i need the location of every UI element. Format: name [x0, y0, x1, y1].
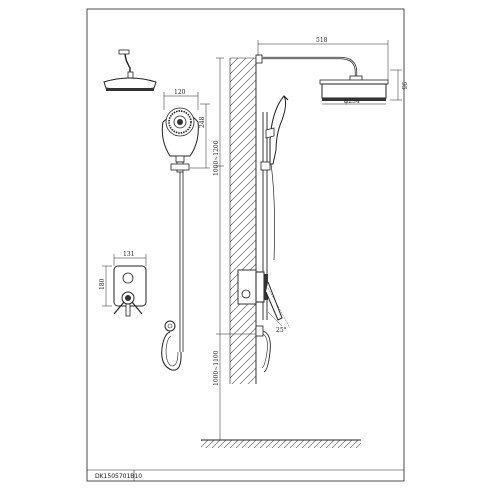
dim-handshower-length: 248	[199, 116, 206, 128]
wall-section	[230, 58, 256, 384]
dim-rail-height: 1000~1200	[213, 140, 220, 176]
valve-side	[237, 269, 291, 329]
dim-handshower-width: 120	[174, 89, 186, 96]
dim-head-height: 95	[400, 82, 407, 90]
drawing-border	[86, 8, 405, 482]
rain-head-side	[319, 79, 389, 101]
dimension-lines	[102, 40, 402, 440]
handshower-view	[161, 107, 199, 352]
dim-outlet-height: 1000~1100	[213, 350, 220, 386]
dim-head-diameter: φ254	[344, 98, 360, 105]
dim-arm-length: 518	[316, 37, 328, 44]
rain-head-view	[103, 49, 157, 91]
shower-arm-side	[255, 54, 363, 82]
drawing-code: DK1505701B10	[95, 473, 143, 480]
valve-front-view	[113, 265, 147, 317]
dim-valve-height: 180	[99, 278, 106, 290]
dim-valve-width: 131	[123, 251, 134, 258]
outlet-side	[255, 325, 271, 373]
hose-view	[161, 320, 182, 371]
dim-valve-angle: 25°	[276, 327, 287, 334]
floor-section	[201, 440, 361, 448]
